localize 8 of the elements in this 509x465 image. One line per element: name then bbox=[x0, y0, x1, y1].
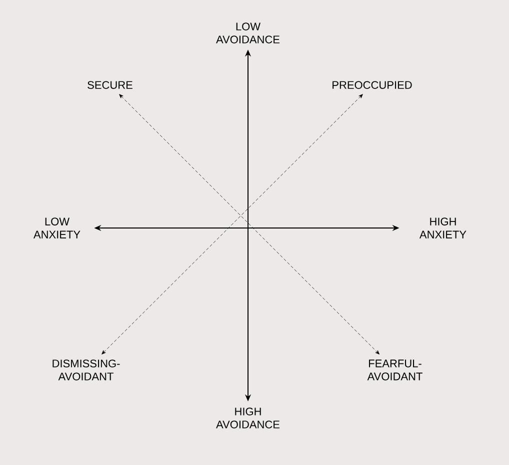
axis-label: SECURE bbox=[88, 81, 132, 89]
axis-label: HIGH AVOIDANCE bbox=[216, 408, 280, 428]
axis-label: DISMISSING-AVOIDANT bbox=[52, 360, 120, 380]
axis-label: LOW ANXIETY bbox=[34, 218, 80, 238]
axis-label: HIGH ANXIETY bbox=[419, 218, 466, 238]
axis-label: PREOCCUPIED bbox=[332, 81, 412, 89]
axis-label: LOW AVOIDANCE bbox=[216, 22, 280, 44]
axis-label: FEARFUL-AVOIDANT bbox=[367, 360, 422, 380]
